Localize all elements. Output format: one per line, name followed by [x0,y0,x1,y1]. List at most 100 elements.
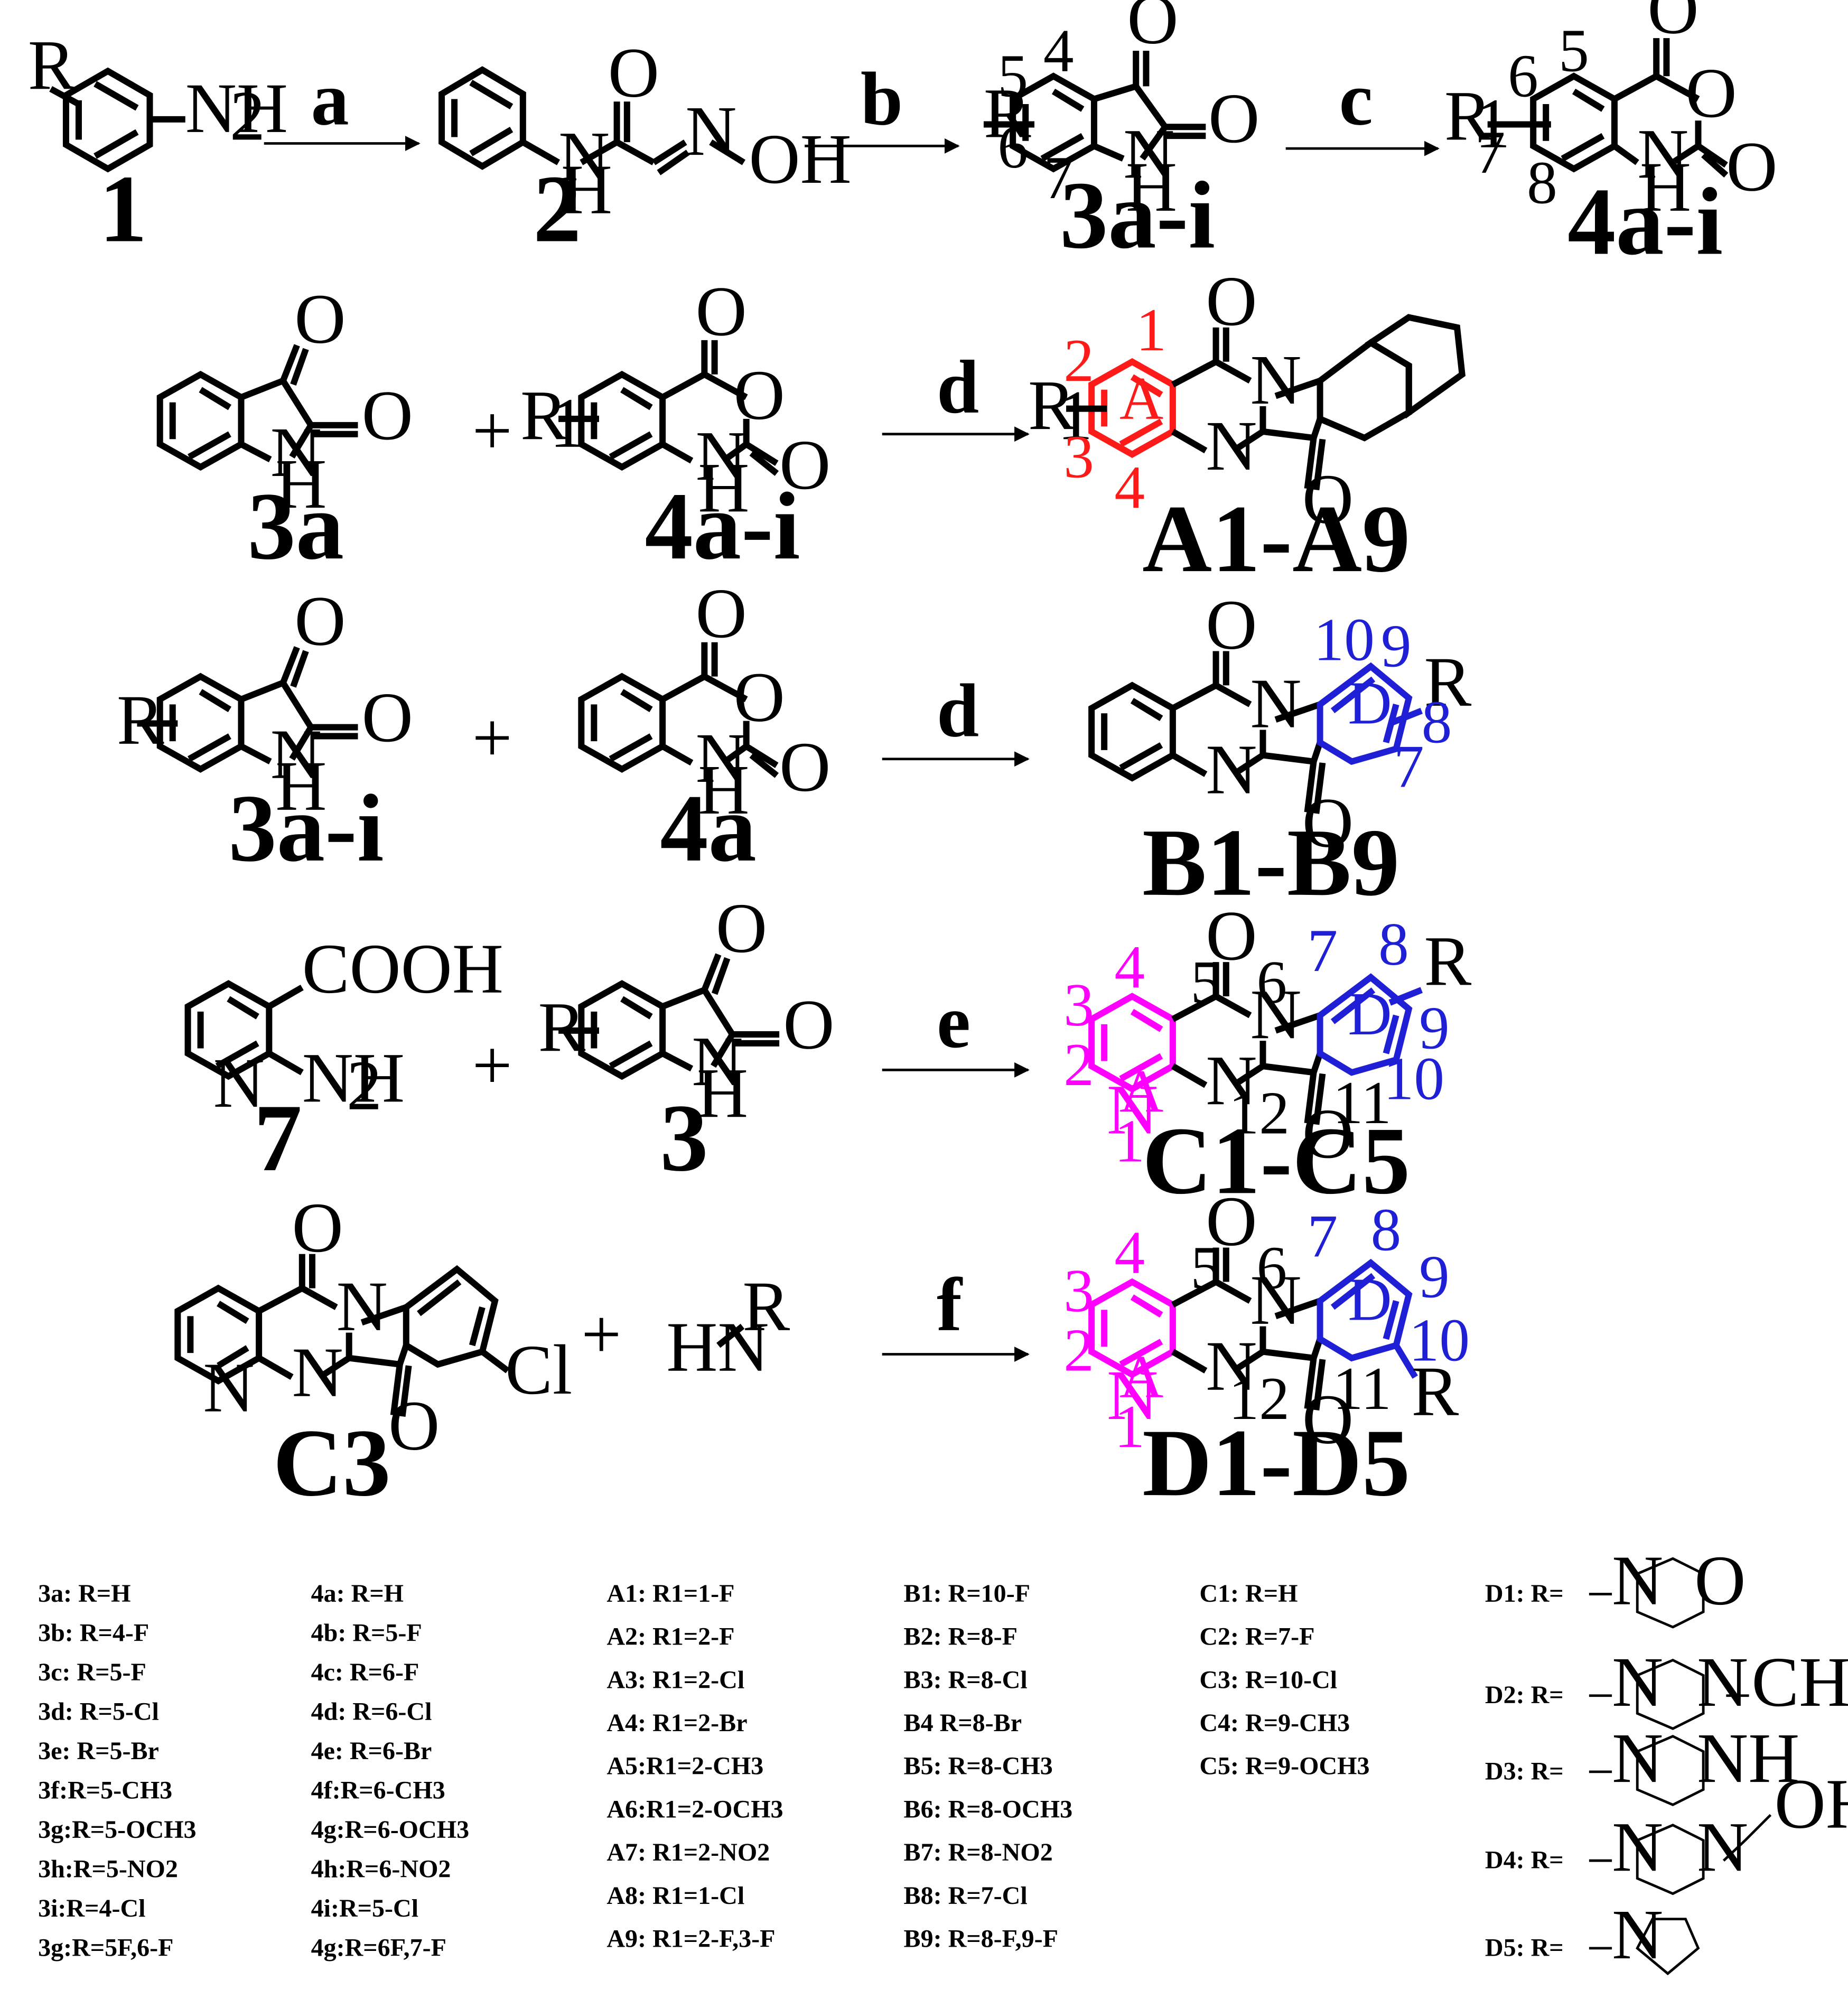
hydrogen: H [275,445,326,524]
substituent-table: 3a: R=H 3b: R=4-F 3c: R=5-F 3d: R=5-Cl 3… [38,1542,1848,1976]
nitrogen: N [1250,975,1301,1054]
nitrogen: N [292,1333,343,1412]
compound-2-oxime: O N H N OH 2 [438,34,852,263]
position-number: 4 [1114,453,1145,521]
table-cell: D3: R= [1485,1757,1564,1785]
compound-label: B1-B9 [1142,809,1399,916]
compound-label: 7 [254,1085,302,1191]
nitrogen: N [337,1267,388,1346]
nitrogen: N [1107,1070,1158,1149]
position-number: 7 [1308,1202,1338,1270]
position-number: 5 [1191,1234,1221,1302]
oxygen: O [1302,1380,1354,1459]
table-col-c: C1: R=H C2: R=7-F C3: R=10-Cl C4: R=9-CH… [1199,1580,1369,1780]
compound-label: 2 [533,156,581,263]
oxygen: O [388,1387,440,1465]
position-number: 7 [1394,733,1424,800]
table-cell: 3h:R=5-NO2 [38,1855,178,1883]
table-cell: B9: R=8-F,9-F [904,1925,1058,1953]
hydrogen: H [275,747,326,826]
position-number: 2 [1063,326,1094,394]
table-cell: B2: R=8-F [904,1623,1018,1651]
compound-4-isatoic-anhydride: 5 6 7 8 R 1 O O O N H 4a-i [1444,0,1778,275]
nitrogen: N [1107,1356,1158,1435]
table-cell: C2: R=7-F [1199,1623,1314,1651]
position-number: 9 [1381,612,1412,679]
reagent-label: d [937,669,979,753]
reagent-label: a [311,57,349,141]
table-cell: 4g:R=6-OCH3 [311,1816,470,1844]
position-number: 4 [1114,1219,1145,1286]
oxygen: O [696,272,747,351]
r-group-label: R [1424,643,1472,722]
table-col-3: 3a: R=H 3b: R=4-F 3c: R=5-F 3d: R=5-Cl 3… [38,1580,197,1961]
oxygen: O [1726,127,1777,206]
oxygen: O [734,356,785,435]
position-number: 1 [1114,1107,1145,1174]
oxygen: O [1127,0,1178,59]
oxygen: O [294,280,346,359]
nitrogen: N [1206,1041,1257,1120]
subscript: 2 [230,77,265,155]
oxygen: O [779,426,830,505]
table-col-a: A1: R1=1-F A2: R1=2-F A3: R1=2-Cl A4: R1… [606,1580,783,1953]
position-number: 5 [1558,17,1589,85]
position-number: 5 [1191,948,1221,1016]
table-cell: 4f:R=6-CH3 [311,1776,445,1804]
plus-sign: + [472,1026,512,1105]
nitrogen: N [270,413,322,492]
nitrogen: N [696,417,747,496]
nitrogen: N [692,1022,743,1101]
chlorine: Cl [505,1331,572,1409]
compound-label: 3a-i [228,775,384,882]
oxygen: O [779,728,830,807]
r-group-label: R [984,74,1031,153]
oxygen: O [1206,586,1257,665]
ring-d-label: D [1348,1266,1392,1333]
oxygen: O [608,34,659,113]
nitrogen: N [1612,1643,1663,1722]
nh-label: NH [1697,1719,1799,1798]
table-cell: A6:R1=2-OCH3 [606,1795,783,1823]
nitrogen: N [1612,1808,1663,1886]
plus-sign: + [581,1295,621,1374]
hydrogen: H [1126,148,1177,227]
table-cell: 3a: R=H [38,1580,130,1608]
position-number: 10 [1384,1045,1444,1113]
nitrogen: N [1250,665,1301,743]
product-a-series: R 1 A 1 2 3 4 O O N N A1-A9 [1028,262,1466,592]
table-cell: D1: R= [1485,1580,1564,1608]
ring-a-label: A [1119,365,1163,432]
position-number: 3 [1063,423,1094,490]
table-cell: A2: R1=2-F [606,1623,734,1651]
table-cell: 4h:R=6-NO2 [311,1855,451,1883]
table-cell: A1: R1=1-F [606,1580,734,1608]
position-number: 6 [1256,948,1287,1016]
position-number: 8 [1527,148,1557,216]
compound-label: D1-D5 [1142,1409,1410,1516]
nitrogen: N [1206,1327,1257,1406]
table-cell: D4: R= [1485,1846,1564,1874]
position-number: 2 [1063,1031,1094,1098]
table-cell: B4 R=8-Br [904,1709,1022,1737]
position-number: 1 [1136,296,1166,363]
r-group-label: R [117,681,164,760]
position-number: 6 [1256,1234,1287,1302]
oxygen: O [362,678,413,757]
compound-label: 1 [99,156,147,263]
nitrogen: N [558,117,610,196]
compound-label: 3 [660,1085,708,1191]
oxygen: O [1685,54,1737,133]
table-cell: B3: R=8-Cl [904,1666,1028,1694]
table-cell: D5: R= [1485,1933,1564,1961]
nitrogen: N [1123,115,1174,193]
table-cell: C1: R=H [1199,1580,1298,1608]
table-cell: B6: R=8-OCH3 [904,1795,1073,1823]
ring-a-label: A [1119,1058,1163,1125]
r-group-label: R [1028,366,1076,445]
oxygen: O [294,582,346,661]
nitrogen: N [1612,1895,1663,1974]
compound-c3: O O N N N Cl C3 [174,1189,572,1516]
table-col-4: 4a: R=H 4b: R=5-F 4c: R=6-F 4d: R=6-Cl 4… [311,1580,470,1961]
ring-a-label: A [1119,1343,1163,1410]
